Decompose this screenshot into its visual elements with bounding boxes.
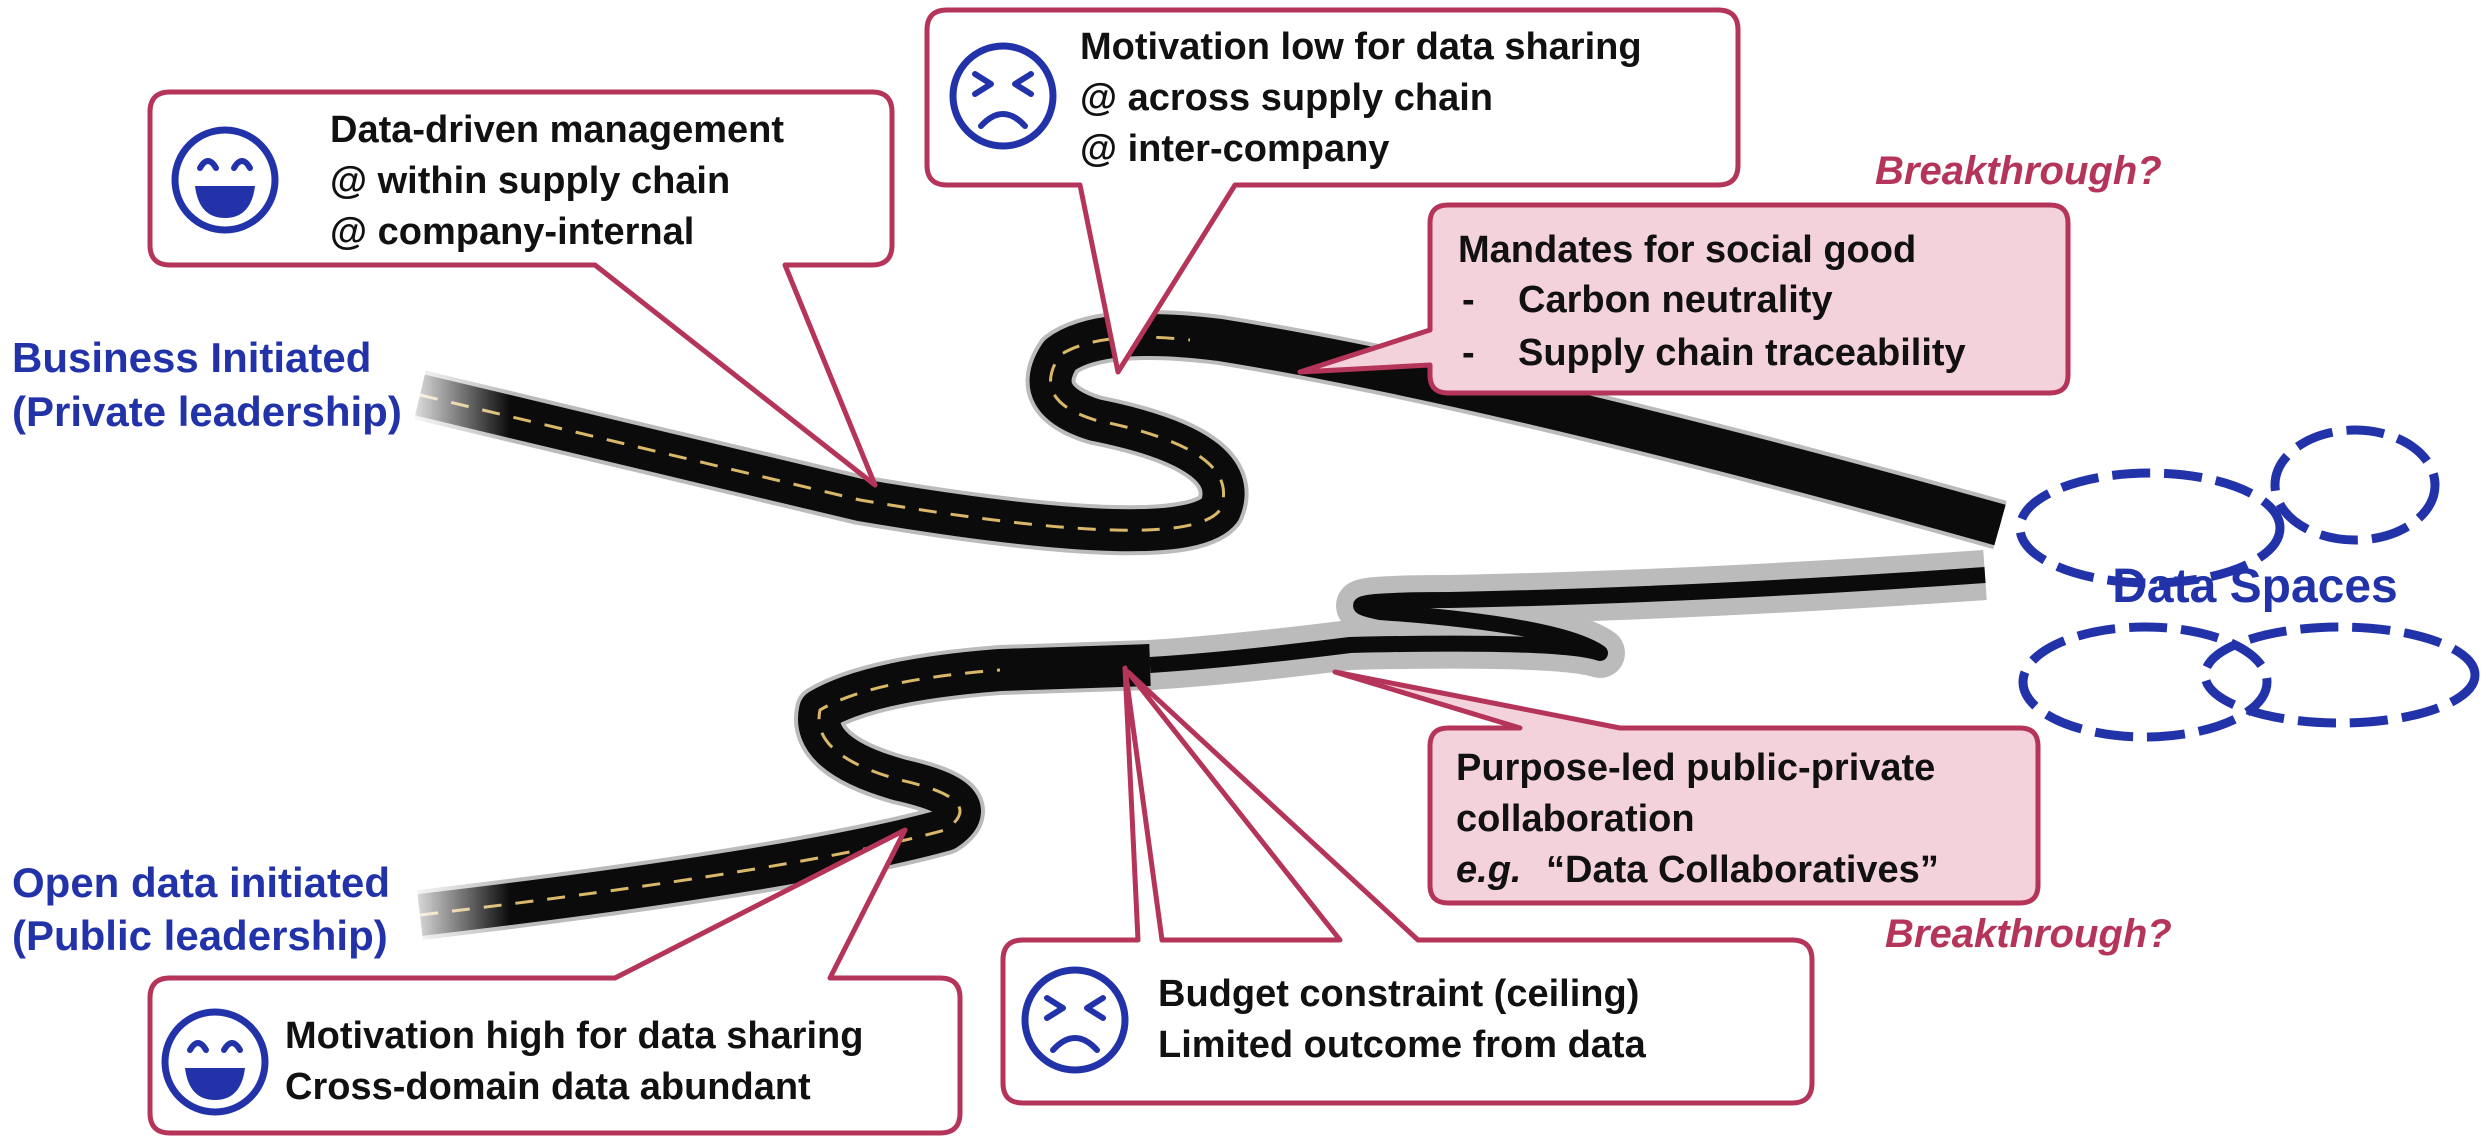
happy-face-icon (165, 1012, 265, 1112)
callout-budget-line2: Limited outcome from data (1158, 1024, 1647, 1066)
callout-budget: Budget constraint (ceiling) Limited outc… (1000, 665, 1815, 1106)
callout-mandates-item-2: Supply chain traceability (1518, 332, 1966, 374)
callout-motivation-high-line2: Cross-domain data abundant (285, 1066, 811, 1108)
callout-motivation-low-line2: @ across supply chain (1080, 77, 1493, 119)
data-spaces-label: Data Spaces (2112, 560, 2398, 613)
open-data-road (400, 550, 1987, 970)
data-space-ellipse-top-right (2270, 425, 2440, 545)
callout-purpose-led: Purpose-led public-private collaboration… (1332, 669, 2041, 906)
callout-mandates-bullet-2: - (1462, 332, 1475, 374)
callout-purpose-led-eg: e.g. (1456, 849, 1521, 891)
business-path-label-line2: (Private leadership) (12, 388, 402, 435)
callout-data-driven: Data-driven management @ within supply c… (147, 89, 895, 488)
callout-mandates-bullet-1: - (1462, 279, 1475, 321)
callout-data-driven-line2: @ within supply chain (330, 160, 730, 202)
breakthrough-label-bottom: Breakthrough? (1885, 912, 2172, 956)
callout-budget-line1: Budget constraint (ceiling) (1158, 973, 1639, 1015)
frustrated-face-icon (953, 46, 1053, 146)
callout-data-driven-line3: @ company-internal (330, 211, 694, 253)
happy-face-icon (175, 130, 275, 230)
callout-purpose-led-line3: e.g. “Data Collaboratives” (1456, 849, 1939, 891)
frustrated-face-icon (1025, 970, 1125, 1070)
open-data-path-label-line1: Open data initiated (12, 859, 390, 906)
callout-motivation-low: Motivation low for data sharing @ across… (924, 7, 1741, 375)
callout-purpose-led-line2: collaboration (1456, 798, 1695, 840)
callout-purpose-led-example: “Data Collaboratives” (1546, 849, 1939, 891)
business-path-label-line1: Business Initiated (12, 334, 371, 381)
callout-motivation-high: Motivation high for data sharing Cross-d… (147, 827, 963, 1136)
data-space-ellipse-bottom-right (2200, 622, 2480, 728)
callout-motivation-low-line1: Motivation low for data sharing (1080, 26, 1642, 68)
data-space-ellipse-bottom-left (2018, 622, 2272, 742)
business-road (400, 310, 2007, 556)
callout-mandates-title: Mandates for social good (1458, 229, 1916, 271)
callout-purpose-led-line1: Purpose-led public-private (1456, 747, 1935, 789)
callout-motivation-high-line1: Motivation high for data sharing (285, 1015, 863, 1057)
callout-mandates: Mandates for social good - Carbon neutra… (1297, 202, 2071, 396)
data-space-ellipse-top-left (2015, 468, 2285, 588)
breakthrough-label-top: Breakthrough? (1875, 149, 2162, 193)
data-spaces-cluster (2015, 425, 2480, 742)
callout-motivation-low-line3: @ inter-company (1080, 128, 1389, 170)
callout-data-driven-line1: Data-driven management (330, 109, 784, 151)
open-data-path-label-line2: (Public leadership) (12, 912, 388, 959)
callout-mandates-item-1: Carbon neutrality (1518, 279, 1833, 321)
